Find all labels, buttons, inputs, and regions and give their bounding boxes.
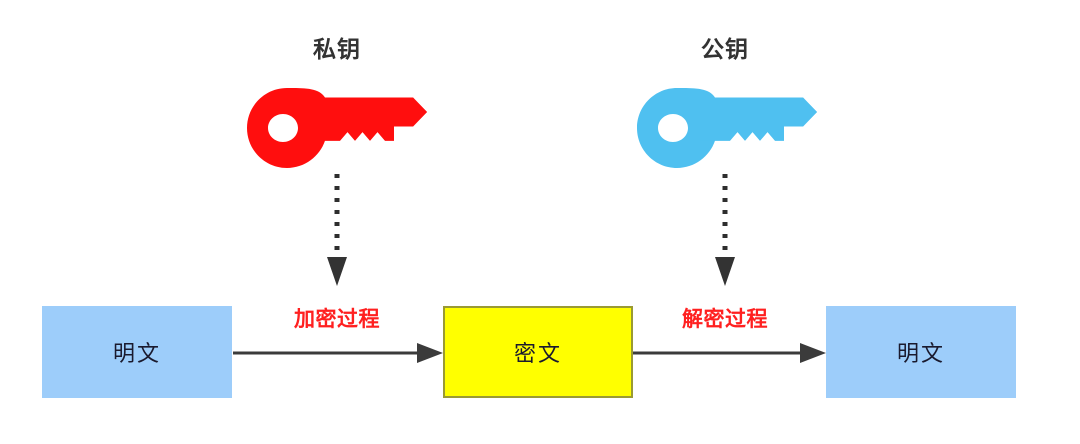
arrow-down-dotted-icon-decrypt xyxy=(713,172,737,287)
plaintext-box-right: 明文 xyxy=(826,306,1016,398)
arrow-down-dotted-icon-encrypt xyxy=(325,172,349,287)
plaintext-box-left: 明文 xyxy=(42,306,232,398)
public-key-label: 公钥 xyxy=(701,36,749,62)
arrow-right-icon-encrypt xyxy=(233,341,444,365)
encrypt-process-label: 加密过程 xyxy=(294,308,380,331)
private-key-icon xyxy=(247,87,427,168)
private-key-label: 私钥 xyxy=(313,36,361,62)
ciphertext-box: 密文 xyxy=(443,306,633,398)
public-key-icon xyxy=(637,87,817,168)
decrypt-process-label: 解密过程 xyxy=(682,308,768,331)
arrow-right-icon-decrypt xyxy=(633,341,827,365)
